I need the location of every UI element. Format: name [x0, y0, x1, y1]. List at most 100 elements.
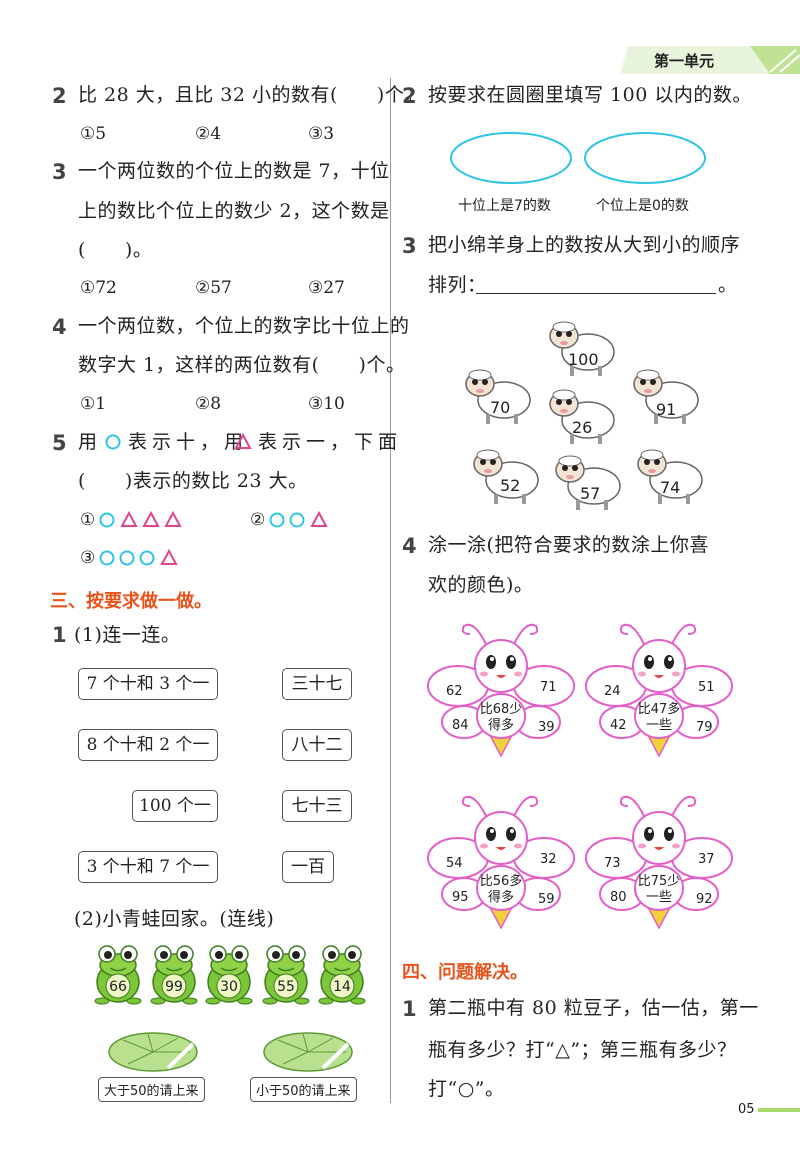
footer-bar: [758, 1108, 800, 1112]
butterfly-condition: 得多: [487, 890, 514, 905]
match-box-left[interactable]: 3 个十和 7 个一: [78, 851, 218, 883]
question-text: 打“○”。: [428, 1078, 505, 1100]
match-box-left[interactable]: 8 个十和 2 个一: [78, 729, 218, 761]
butterfly-icon: 73 37 80 92 比75少一些: [584, 786, 734, 936]
question-number: 2: [52, 84, 67, 108]
frog-number: 30: [220, 979, 238, 995]
frog-icon[interactable]: 30: [205, 944, 253, 1010]
wing-number[interactable]: 59: [538, 892, 555, 907]
match-box-right[interactable]: 三十七: [282, 668, 352, 700]
wing-number[interactable]: 73: [604, 856, 621, 871]
question-number: 3: [402, 234, 417, 258]
sheep-number: 70: [490, 398, 511, 417]
lily-pad-icon: [263, 1032, 353, 1072]
question-text: ( )。: [78, 239, 153, 261]
question-text: ( )表示的数比 23 大。: [78, 470, 308, 492]
option-shapes: [99, 548, 178, 566]
frog-icon[interactable]: 99: [150, 944, 198, 1010]
question-text: 一个两位数的个位上的数是 7，十位: [78, 160, 390, 182]
triangle-one-icon: [234, 433, 252, 449]
punct: 。: [718, 274, 738, 296]
question-text: 数字大 1，这样的两位数有( )个。: [78, 354, 406, 376]
question-text: 按要求在圆圈里填写 100 以内的数。: [428, 84, 752, 106]
option[interactable]: ③27: [308, 278, 345, 298]
wing-number[interactable]: 42: [610, 718, 627, 733]
answer-circle[interactable]: [448, 130, 574, 186]
sheep-icon: 57: [552, 452, 624, 516]
question-number: 4: [402, 534, 417, 558]
wing-number[interactable]: 71: [540, 680, 557, 695]
wing-number[interactable]: 32: [540, 852, 557, 867]
butterfly-condition: 比47多: [637, 702, 681, 717]
leaf-label[interactable]: 大于50的请上来: [98, 1077, 205, 1102]
sheep-icon: 100: [546, 318, 618, 382]
option[interactable]: ①72: [80, 278, 117, 298]
column-divider: [390, 78, 391, 1103]
match-box-left[interactable]: 100 个一: [132, 790, 218, 822]
question-number: 1: [52, 623, 67, 647]
question-text: 瓶有多少？打“△”；第三瓶有多少？: [428, 1039, 737, 1061]
wing-number[interactable]: 92: [696, 892, 713, 907]
question-number: 3: [52, 160, 67, 184]
question-subpart: (2)小青蛙回家。(连线): [74, 908, 275, 930]
wing-number[interactable]: 95: [452, 890, 469, 905]
butterfly-condition: 一些: [645, 890, 672, 905]
wing-number[interactable]: 54: [446, 856, 463, 871]
option-shapes: [99, 510, 182, 528]
answer-line[interactable]: [476, 293, 716, 294]
question-text: 比 28 大，且比 32 小的数有( )个。: [78, 84, 424, 106]
option-label[interactable]: ③: [80, 548, 96, 568]
sheep-icon: 70: [462, 366, 534, 430]
option[interactable]: ③10: [308, 394, 345, 414]
wing-number[interactable]: 51: [698, 680, 715, 695]
option[interactable]: ②57: [195, 278, 232, 298]
wing-number[interactable]: 80: [610, 890, 627, 905]
answer-circle[interactable]: [582, 130, 708, 186]
sheep-number: 52: [500, 476, 521, 495]
page-number: 05: [738, 1102, 755, 1117]
frog-icon[interactable]: 55: [262, 944, 310, 1010]
question-text: 第二瓶中有 80 粒豆子，估一估，第一: [428, 997, 759, 1019]
option[interactable]: ①5: [80, 124, 107, 144]
wing-number[interactable]: 62: [446, 684, 463, 699]
question-number: 2: [402, 84, 417, 108]
match-box-right[interactable]: 八十二: [282, 729, 352, 761]
option[interactable]: ②4: [195, 124, 222, 144]
frog-number: 14: [333, 979, 351, 995]
circle-label: 个位上是0的数: [596, 198, 689, 214]
sheep-number: 91: [656, 400, 677, 419]
match-box-right[interactable]: 一百: [282, 851, 334, 883]
question-text: 涂一涂(把符合要求的数涂上你喜: [428, 534, 709, 556]
section-title: 三、按要求做一做。: [50, 591, 212, 612]
sheep-icon: 91: [630, 366, 702, 430]
butterfly-condition: 比68少: [479, 702, 523, 717]
option[interactable]: ①1: [80, 394, 107, 414]
leaf-label[interactable]: 小于50的请上来: [250, 1077, 357, 1102]
option[interactable]: ③3: [308, 124, 335, 144]
match-box-left[interactable]: 7 个十和 3 个一: [78, 668, 218, 700]
wing-number[interactable]: 24: [604, 684, 621, 699]
lily-pad-icon: [108, 1032, 198, 1072]
butterfly-condition: 比56多: [479, 874, 523, 889]
option-label[interactable]: ②: [250, 510, 266, 530]
section-title: 四、问题解决。: [402, 962, 528, 983]
question-text: 把小绵羊身上的数按从大到小的顺序: [428, 234, 741, 256]
option-label[interactable]: ①: [80, 510, 96, 530]
option[interactable]: ②8: [195, 394, 222, 414]
wing-number[interactable]: 37: [698, 852, 715, 867]
question-number: 1: [402, 997, 417, 1021]
wing-number[interactable]: 84: [452, 718, 469, 733]
wing-number[interactable]: 79: [696, 720, 713, 735]
question-text: 表示一，下面: [258, 431, 403, 453]
match-box-right[interactable]: 七十三: [282, 790, 352, 822]
frog-icon[interactable]: 14: [318, 944, 366, 1010]
question-text: 欢的颜色)。: [428, 574, 534, 596]
butterfly-condition: 比75少: [637, 874, 681, 889]
frog-number: 66: [109, 979, 127, 995]
wing-number[interactable]: 39: [538, 720, 555, 735]
question-subpart: (1)连一连。: [74, 624, 181, 646]
question-text: 一个两位数，个位上的数字比十位上的: [78, 315, 410, 337]
frog-icon[interactable]: 66: [94, 944, 142, 1010]
